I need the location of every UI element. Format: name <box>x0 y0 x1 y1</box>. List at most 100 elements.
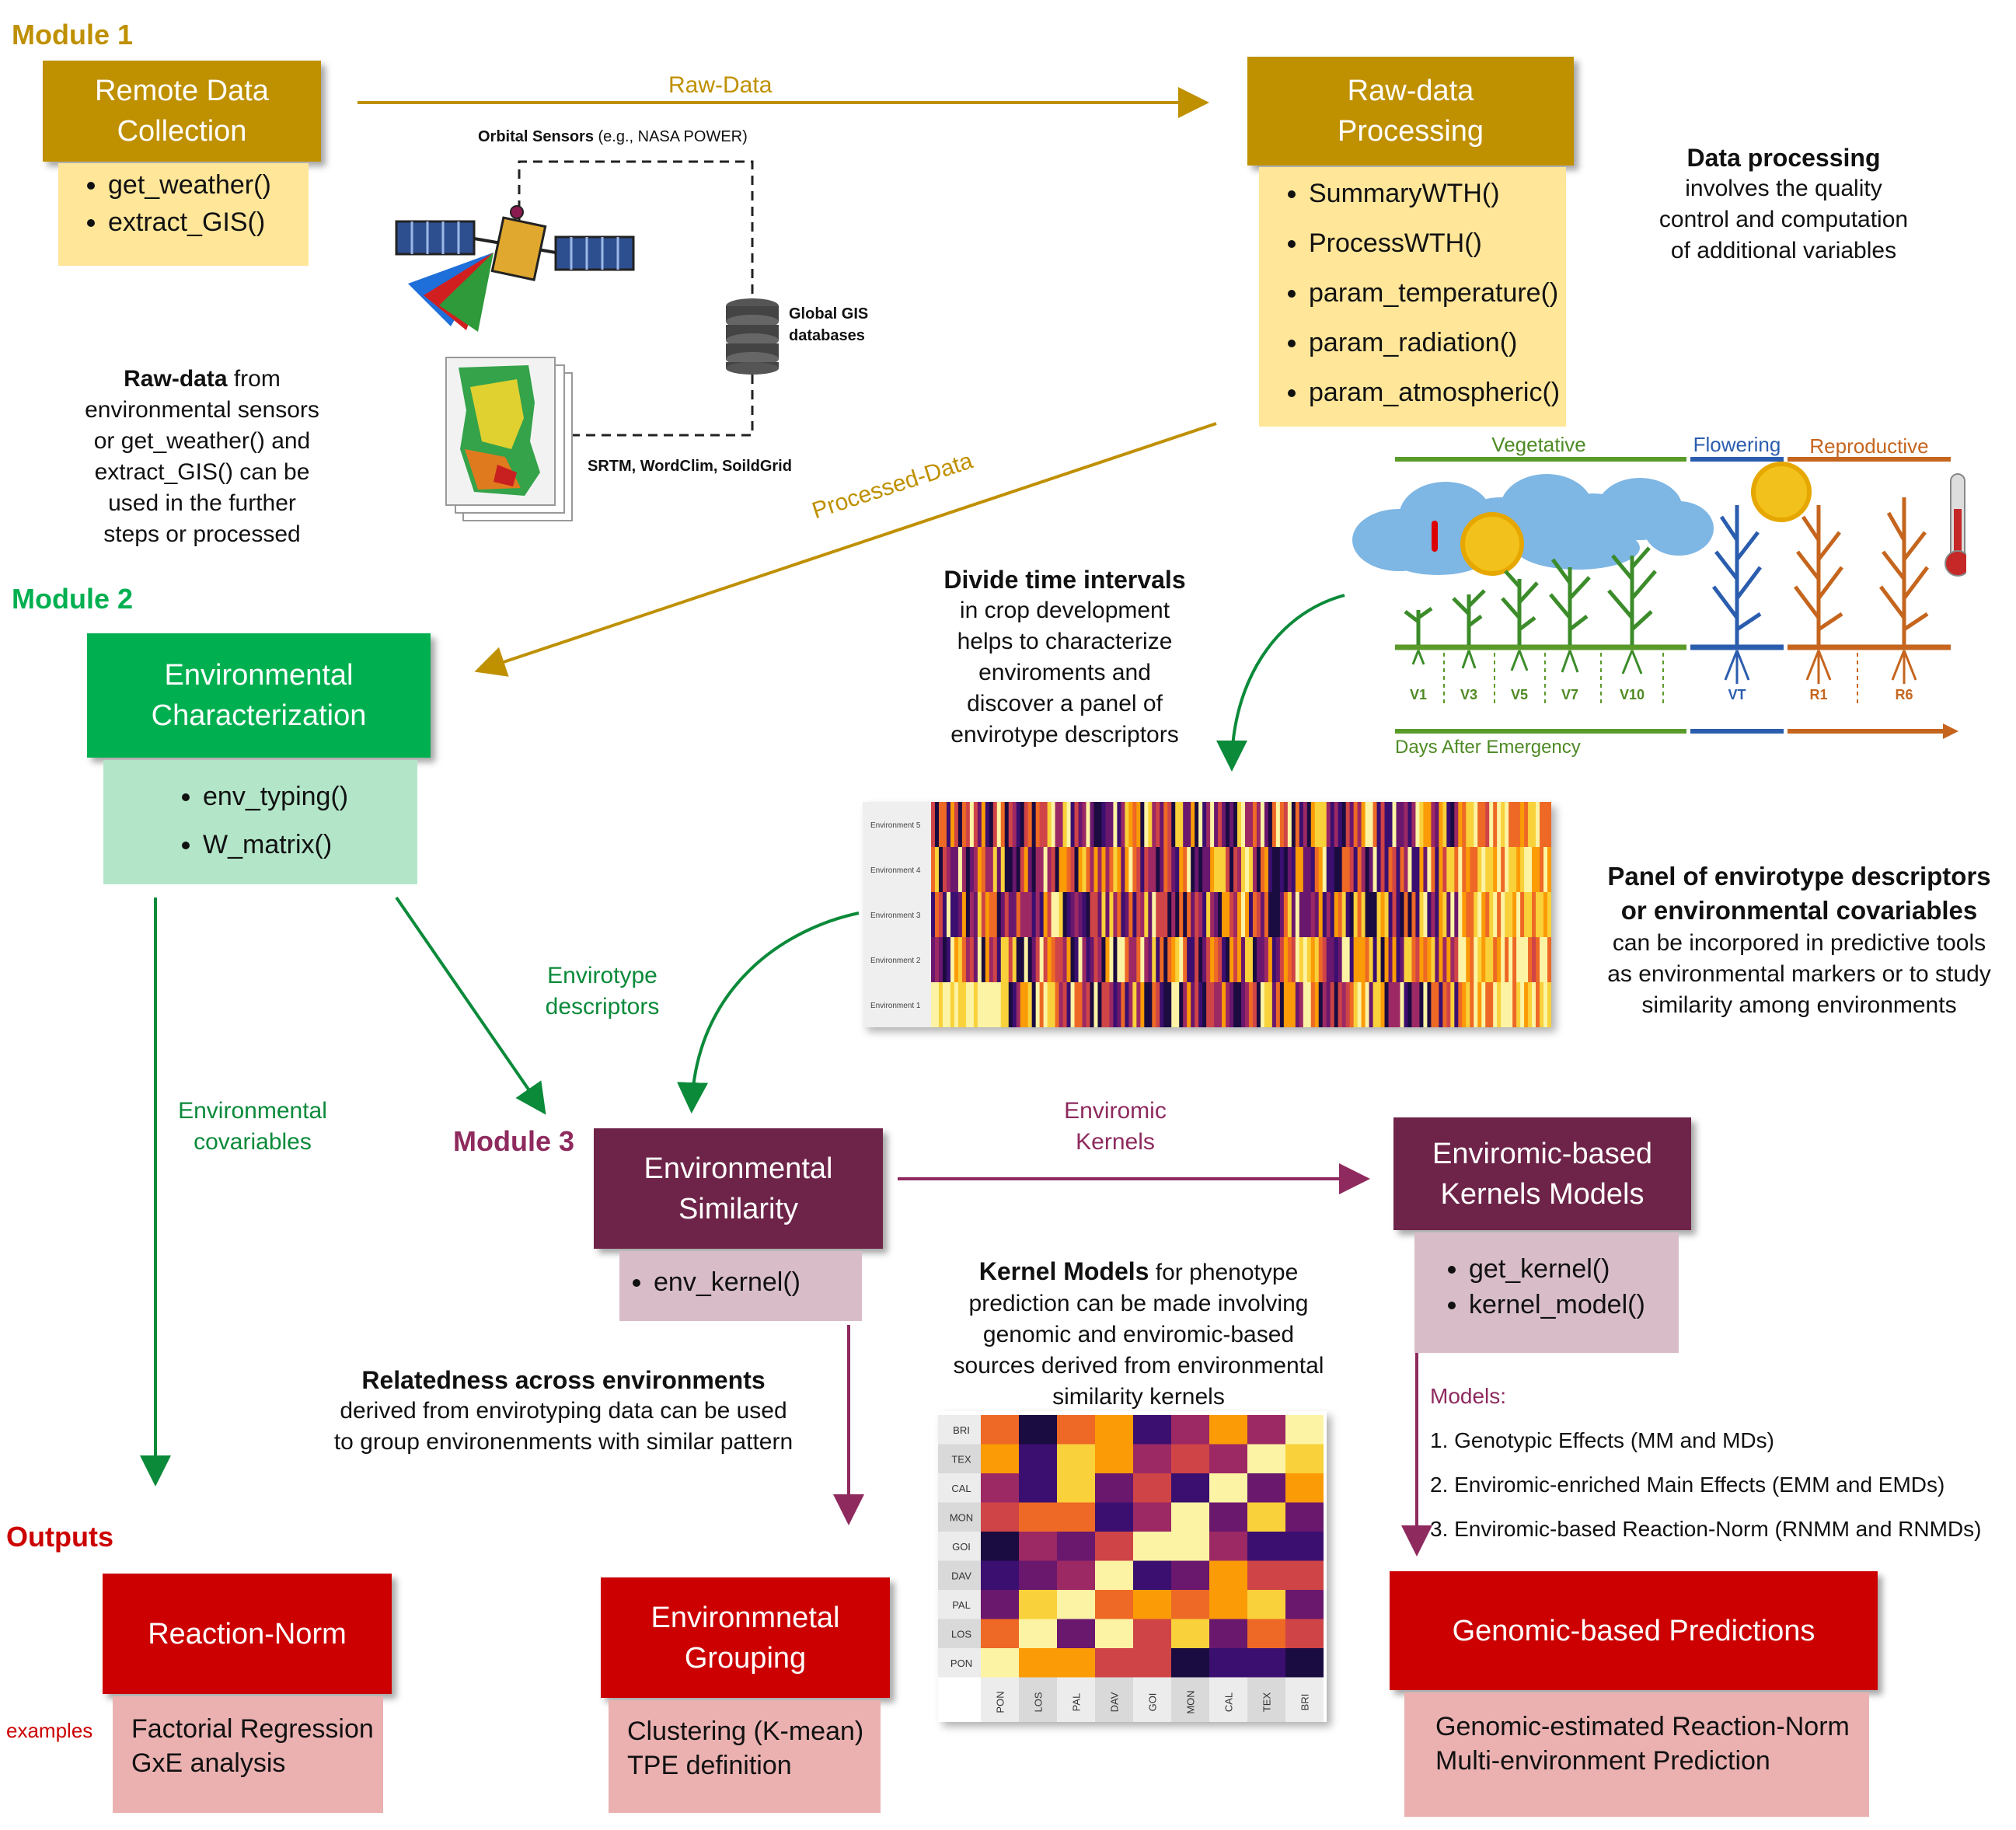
heatmap-cell <box>1214 892 1219 937</box>
heatmap-cell <box>973 847 978 892</box>
stage-tick: V7 <box>1561 687 1578 702</box>
heatmap-cell <box>1175 937 1180 982</box>
heatmap-cell <box>1543 802 1548 847</box>
heatmap-cell <box>1237 892 1242 937</box>
heatmap-cell <box>934 937 940 982</box>
remote-data-functions: get_weather() extract_GIS() <box>58 163 309 266</box>
heatmap-cell <box>992 847 998 892</box>
heatmap-cell <box>1016 982 1021 1027</box>
heatmap-cell <box>1105 802 1111 847</box>
heatmap-cell <box>1326 982 1331 1027</box>
heatmap-cell <box>1501 802 1505 847</box>
heatmap-cell <box>1547 802 1551 847</box>
heatmap-cell <box>989 802 994 847</box>
heatmap-cell <box>1070 982 1076 1027</box>
heatmap-cell <box>1241 892 1246 937</box>
environmental-covariables-label: Environmental covariables <box>178 1098 327 1155</box>
heatmap-cell <box>1303 937 1308 982</box>
heatmap-cell <box>985 847 990 892</box>
heatmap-cell <box>1016 892 1021 937</box>
heatmap-cell <box>1303 802 1308 847</box>
heatmap-cell <box>1435 847 1439 892</box>
heatmap-cell <box>1330 937 1335 982</box>
heatmap-cell <box>1090 847 1095 892</box>
heatmap-cell <box>1229 982 1234 1027</box>
heatmap-cell <box>1353 847 1359 892</box>
heatmap-cell <box>1078 847 1083 892</box>
heatmap-cell <box>1233 937 1238 982</box>
raw-data-arrow-label: Raw-Data <box>668 72 773 98</box>
heatmap-cell <box>1524 937 1529 982</box>
heatmap-cell <box>954 892 959 937</box>
heatmap-cell <box>1024 802 1029 847</box>
reaction-norm-title: Reaction-Norm <box>148 1617 347 1650</box>
genomic-predictions-box: Genomic-based Predictions <box>1390 1571 1878 1690</box>
heatmap-cell <box>1035 937 1041 982</box>
heatmap-cell <box>942 847 947 892</box>
heatmap-cell <box>1000 892 1006 937</box>
heatmap-cell <box>1156 892 1160 937</box>
database-icon <box>726 298 779 375</box>
heatmap-cell <box>1055 982 1060 1027</box>
heatmap-cell <box>1427 937 1432 982</box>
heatmap-cell <box>1202 937 1207 982</box>
heatmap-cell <box>1136 937 1141 982</box>
envirotype-descriptors-label: Envirotype descriptors <box>545 963 660 1020</box>
global-gis-label: Global GIS databases <box>789 305 869 344</box>
heatmap-cell <box>1388 982 1393 1027</box>
heatmap-cell <box>1051 982 1056 1027</box>
heatmap-cell <box>1171 802 1176 847</box>
heatmap-cell <box>1509 847 1513 892</box>
heatmap-cell <box>1020 982 1025 1027</box>
heatmap-cell <box>1027 937 1033 982</box>
heatmap-cell <box>1066 847 1072 892</box>
heatmap-cell <box>996 982 1002 1027</box>
heatmap-cell <box>1345 847 1351 892</box>
stage-tick: R1 <box>1809 687 1827 702</box>
heatmap-cell <box>977 937 982 982</box>
genomic-predictions-details: Genomic-estimated Reaction-Norm Multi-en… <box>1404 1692 1869 1817</box>
heatmap-cell <box>1334 937 1339 982</box>
heatmap-cell <box>1295 937 1300 982</box>
heatmap-cell <box>1020 937 1025 982</box>
matrix-cell <box>1019 1415 1057 1445</box>
heatmap-cell <box>1322 982 1327 1027</box>
matrix-cell <box>1095 1560 1133 1590</box>
heatmap-cell <box>1214 982 1219 1027</box>
heatmap-cell <box>1055 847 1060 892</box>
arrow-crop-to-heatmap <box>1216 594 1345 772</box>
heatmap-cell <box>1361 802 1366 847</box>
raw-data-processing-box: Raw-data Processing <box>1247 57 1574 166</box>
heatmap-cell <box>973 892 978 937</box>
detail-line: Factorial Regression <box>131 1714 374 1744</box>
heatmap-cell <box>1160 937 1164 982</box>
heatmap-cell <box>996 802 1002 847</box>
heatmap-cell <box>1195 892 1199 937</box>
function-item: SummaryWTH() <box>1309 169 1566 218</box>
function-item: W_matrix() <box>203 821 417 869</box>
heatmap-cell <box>1287 982 1292 1027</box>
heatmap-cell <box>1191 847 1195 892</box>
matrix-cell <box>1133 1560 1171 1590</box>
matrix-cell <box>1285 1502 1324 1532</box>
heatmap-cell <box>1070 847 1076 892</box>
heatmap-cell <box>1361 937 1366 982</box>
heatmap-cell <box>1396 937 1401 982</box>
heatmap-cell <box>989 937 994 982</box>
heatmap-cell <box>1458 892 1463 937</box>
heatmap-cell <box>1031 982 1037 1027</box>
dashed-connector-gis <box>571 375 754 437</box>
heatmap-cell <box>1536 892 1540 937</box>
environmental-characterization-box: Environmental Characterization <box>87 633 431 758</box>
heatmap-cell <box>1031 937 1037 982</box>
heatmap-cell <box>1198 847 1203 892</box>
environmental-grouping-title: Environmnetal Grouping <box>650 1601 840 1675</box>
heatmap-cell <box>1485 892 1490 937</box>
heatmap-cell <box>1074 892 1080 937</box>
heatmap-cell <box>985 982 990 1027</box>
matrix-cell <box>1209 1619 1247 1648</box>
heatmap-cell <box>1248 892 1254 937</box>
heatmap-cell <box>1027 982 1033 1027</box>
heatmap-cell <box>996 892 1002 937</box>
